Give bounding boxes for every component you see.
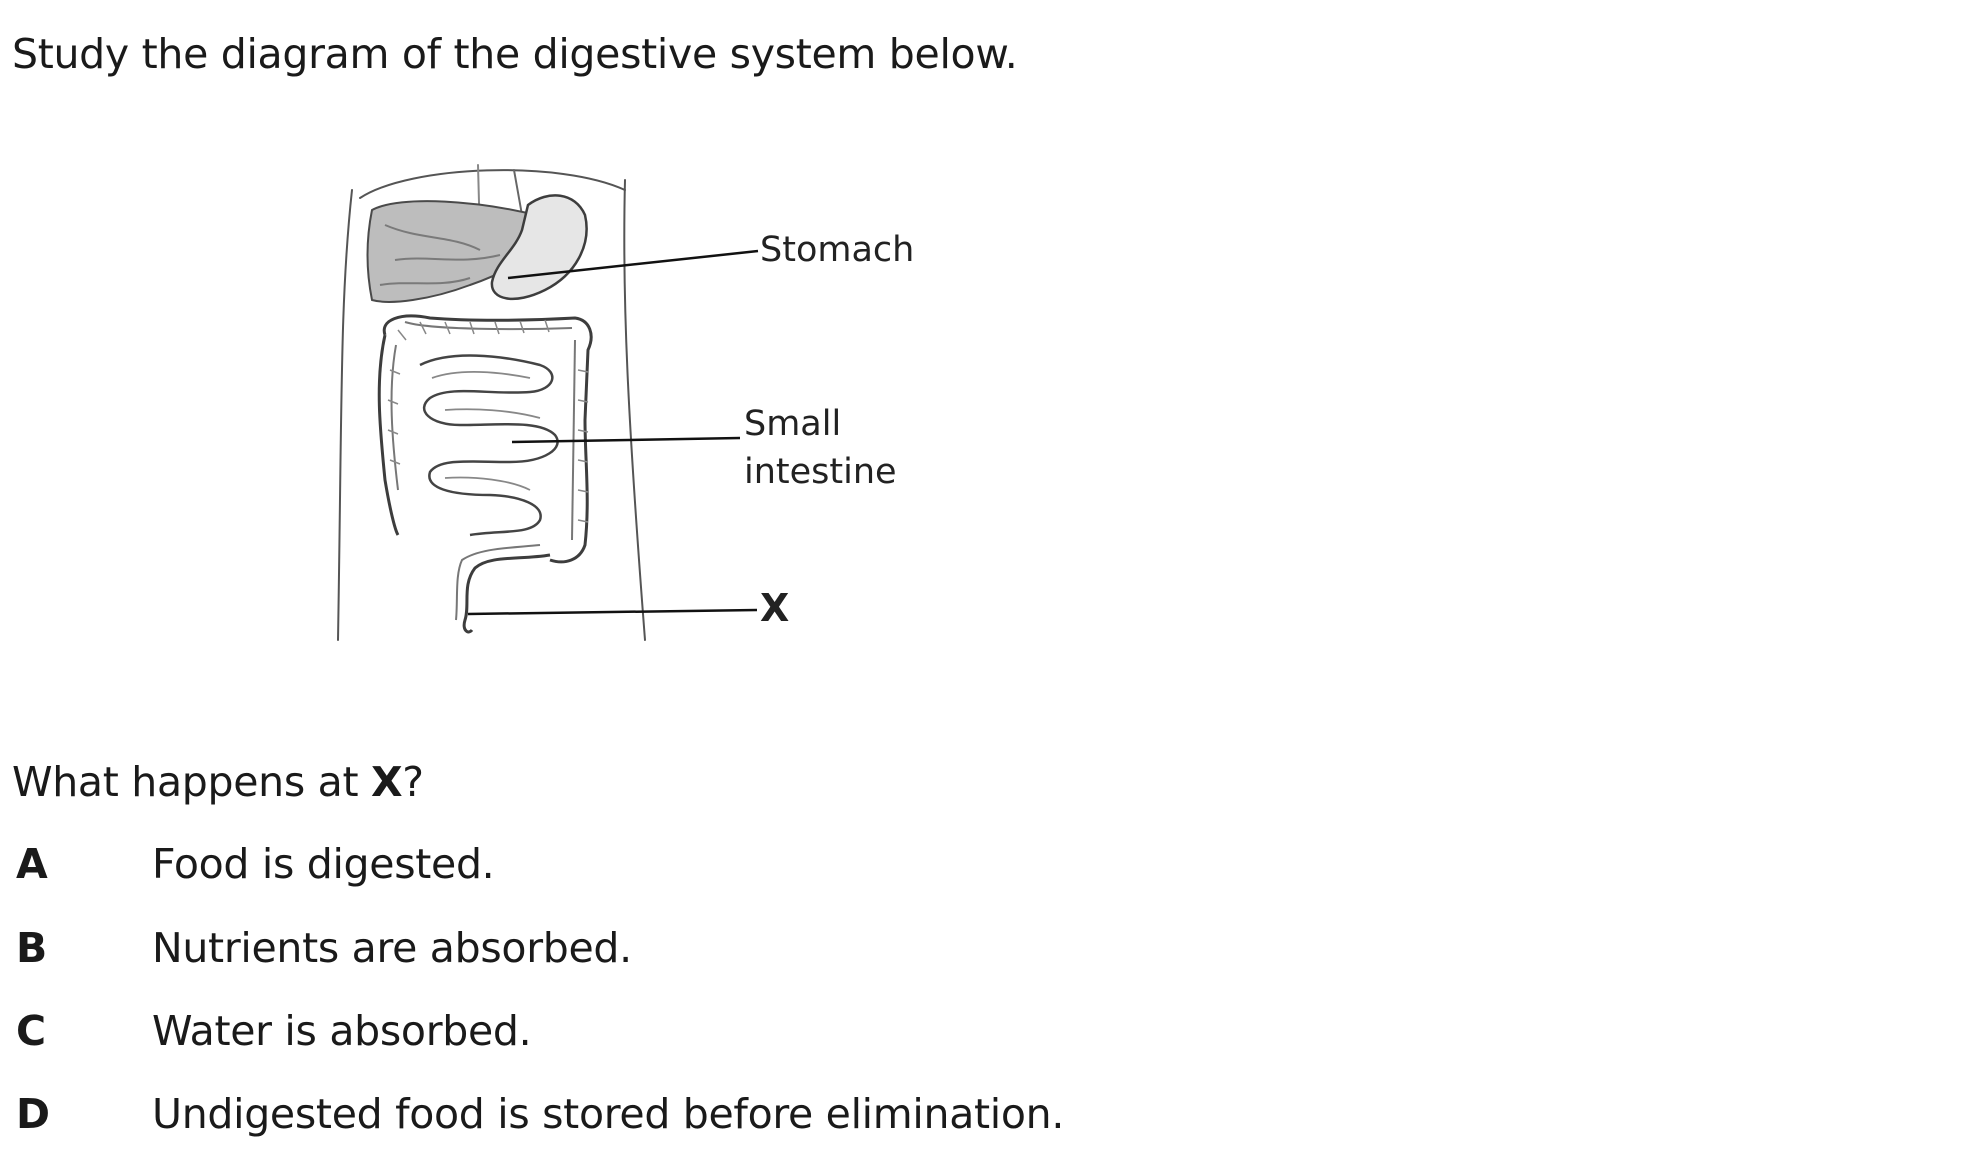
small-intestine-leader-line: [511, 436, 741, 444]
small-intestine-organ: [419, 354, 559, 537]
torso-outline-right: [623, 179, 646, 641]
large-intestine: [377, 314, 593, 564]
option-text: Water is absorbed.: [152, 1007, 532, 1055]
question-prefix: What happens at: [12, 758, 371, 806]
question-text: What happens at X?: [12, 756, 424, 808]
option-letter: B: [16, 924, 47, 972]
option-text: Undigested food is stored before elimina…: [152, 1090, 1065, 1138]
option-text: Nutrients are absorbed.: [152, 924, 632, 972]
option-a[interactable]: A Food is digested.: [12, 838, 1212, 894]
rectum-region: [455, 544, 551, 634]
question-marker: X: [370, 758, 403, 806]
stomach-label: Stomach: [760, 230, 915, 270]
small-intestine-label-line1: Small: [744, 404, 842, 444]
option-letter: A: [16, 840, 48, 888]
torso-outline-left: [337, 189, 353, 641]
x-leader-line: [467, 608, 758, 616]
option-text: Food is digested.: [152, 840, 495, 888]
small-intestine-label-line2: intestine: [744, 452, 897, 492]
option-letter: C: [16, 1007, 46, 1055]
stomach-leader-line: [507, 249, 759, 280]
liver: [366, 200, 550, 303]
x-marker-label: X: [760, 586, 790, 630]
question-suffix: ?: [402, 758, 424, 806]
option-c[interactable]: C Water is absorbed.: [12, 1005, 1212, 1061]
diaphragm-outline: [359, 169, 626, 199]
option-d[interactable]: D Undigested food is stored before elimi…: [12, 1088, 1212, 1144]
option-letter: D: [16, 1090, 50, 1138]
leader-lines: [467, 249, 759, 616]
option-b[interactable]: B Nutrients are absorbed.: [12, 922, 1212, 978]
instruction-text: Study the diagram of the digestive syste…: [12, 30, 1018, 78]
esophagus: [513, 169, 523, 216]
